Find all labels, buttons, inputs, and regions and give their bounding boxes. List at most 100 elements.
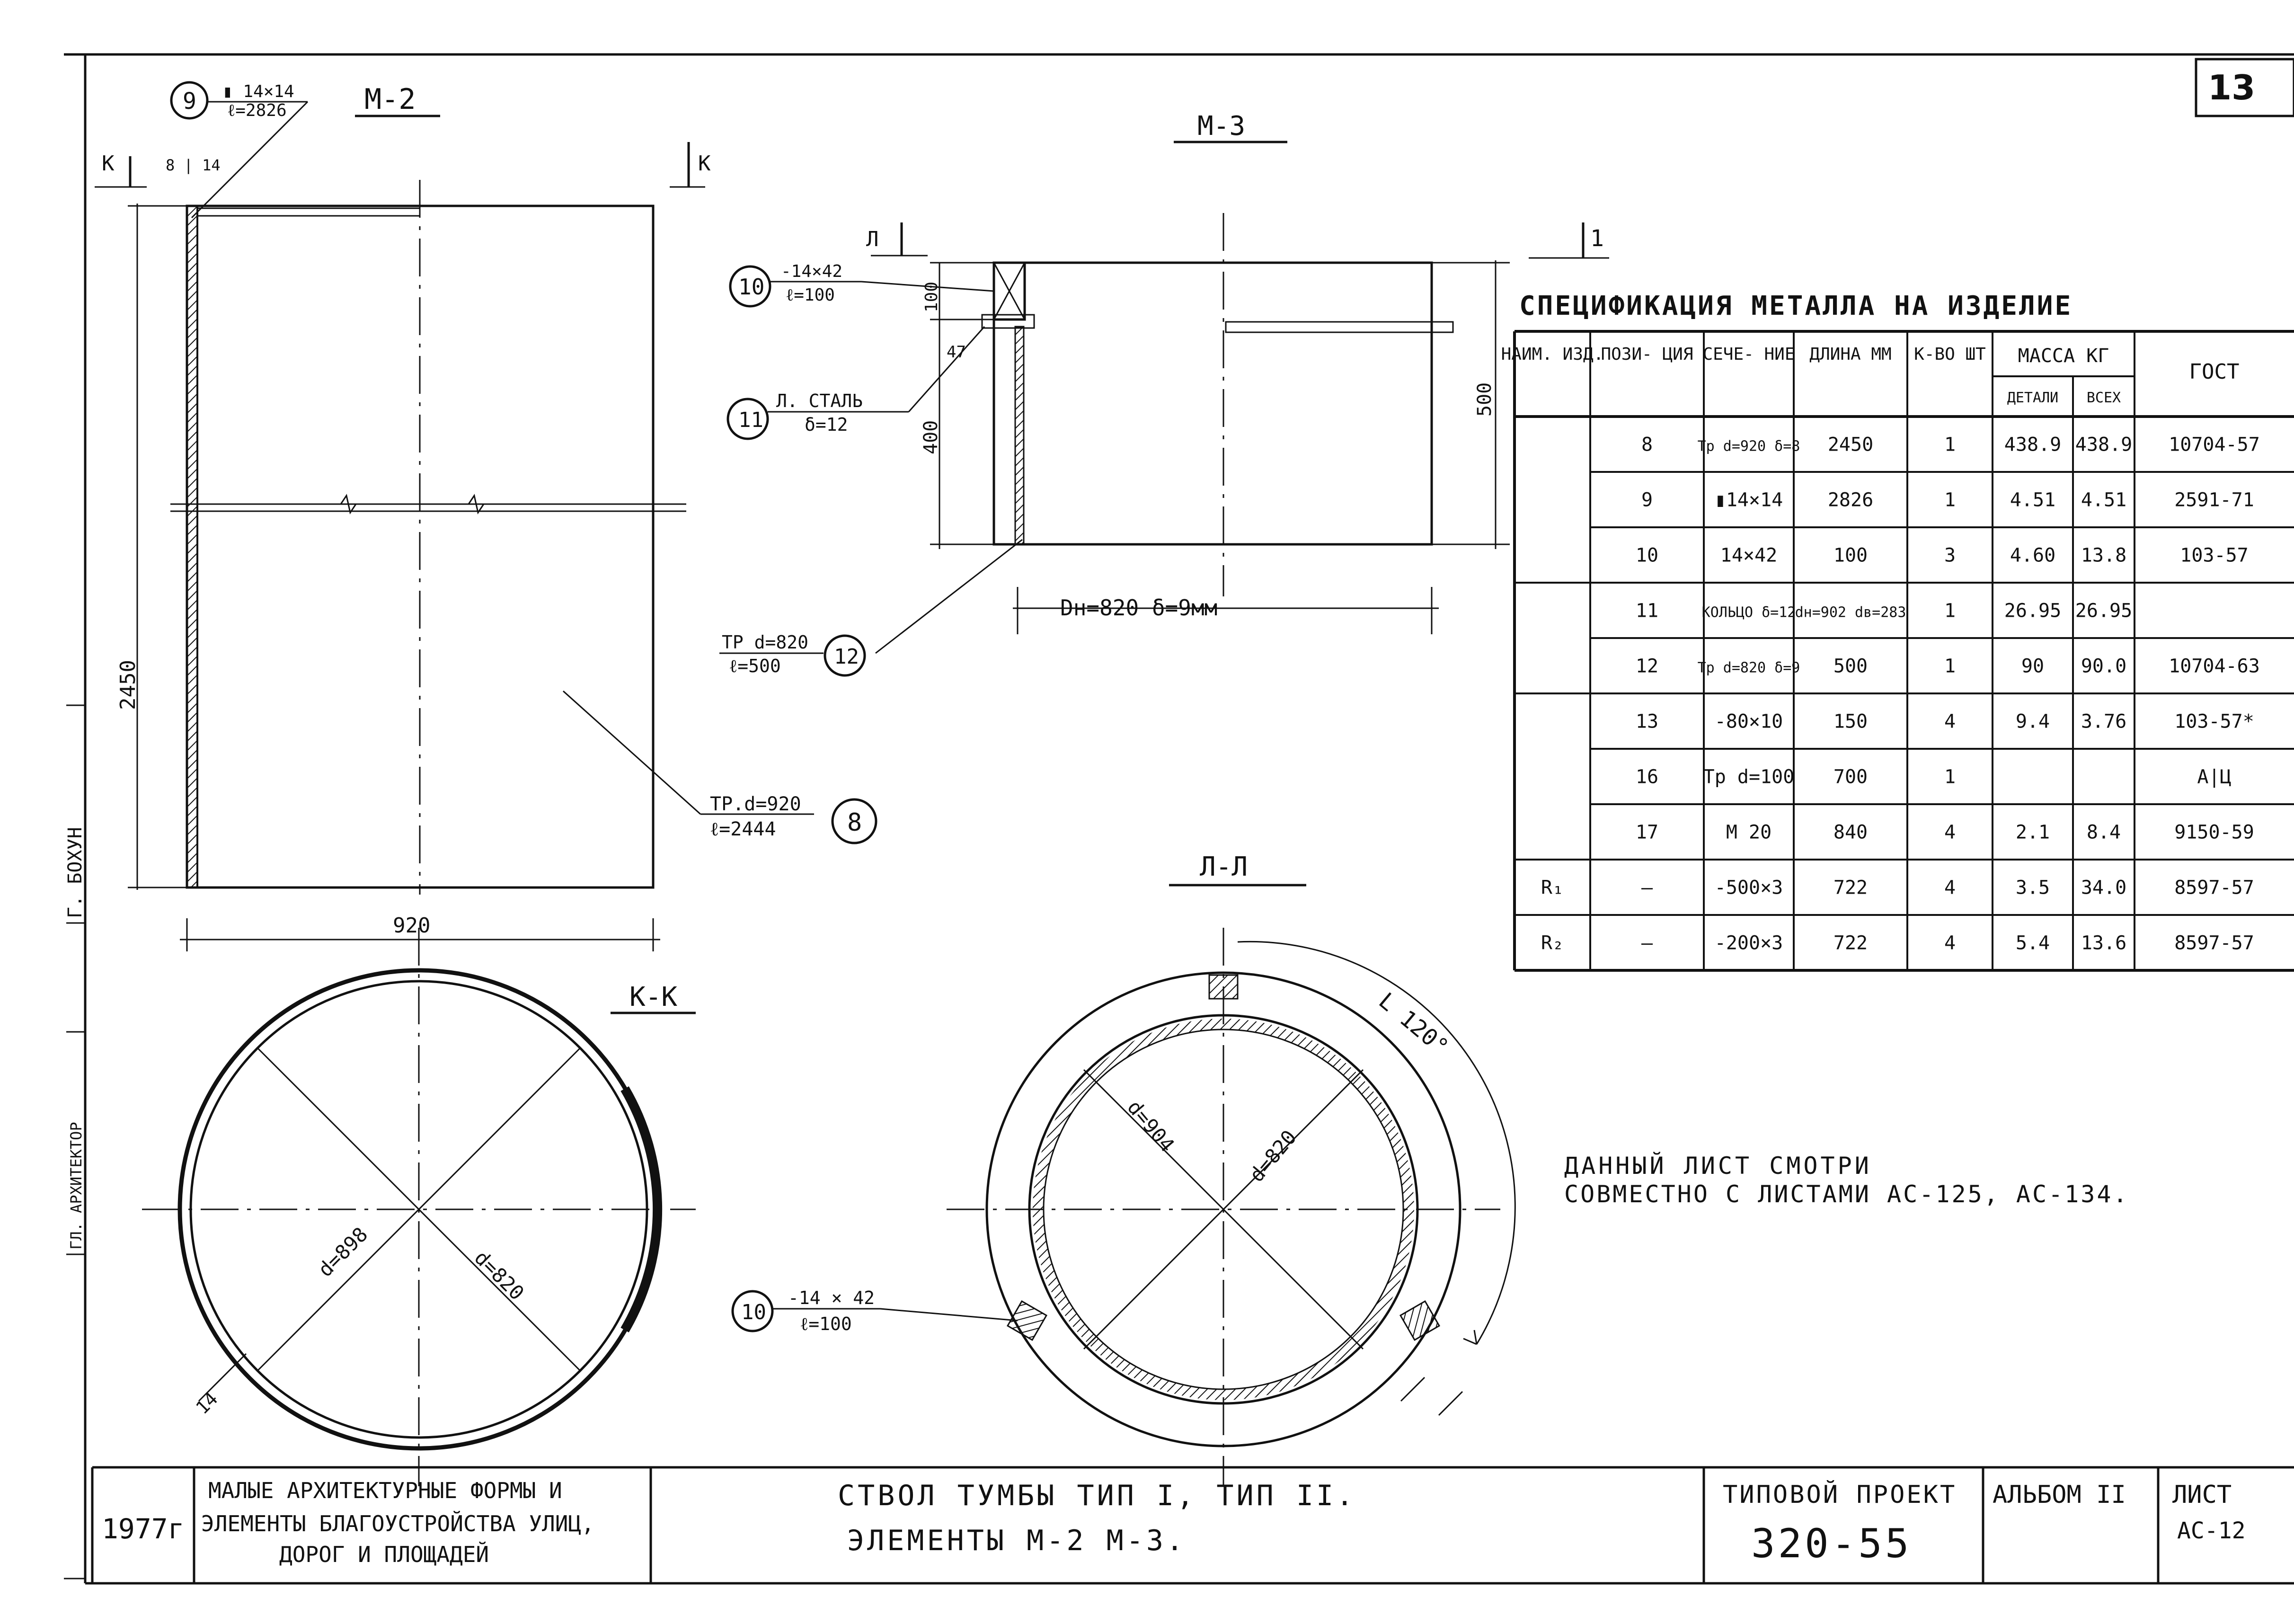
m3-pipe-12-wall <box>1014 326 1025 545</box>
callout-8-circle <box>831 798 877 844</box>
spec-cell-length: 100 <box>1833 545 1868 567</box>
spec-cell-pos: 17 <box>1636 822 1658 843</box>
view-m2: М-2 9 ▮ 14×14 ℓ=2826 К К 8 | 14 2450 <box>95 81 877 951</box>
spec-cell-qty: 1 <box>1944 656 1956 677</box>
spec-cell-all: 26.95 <box>2075 600 2132 622</box>
spec-cell-name: R₁ <box>1541 877 1564 899</box>
spec-header-mass-all: ВСЕХ <box>2087 390 2121 406</box>
spec-header-section: СЕЧЕ- НИЕ <box>1702 345 1795 364</box>
spec-cell-gost: 103-57* <box>2174 711 2254 733</box>
spec-table-title: СПЕЦИФИКАЦИЯ МЕТАЛЛА НА ИЗДЕЛИЕ <box>1519 291 2073 321</box>
kk-outer-diameter: d=898 <box>313 1223 372 1281</box>
kk-title: К-К <box>629 982 677 1012</box>
spec-cell-detail: 438.9 <box>2004 434 2061 456</box>
spec-cell-all: 3.76 <box>2081 711 2126 733</box>
m2-height-dim: 2450 <box>116 660 140 710</box>
spec-cell-section: КОЛЬЦО δ=12 <box>1702 604 1796 621</box>
m2-title: М-2 <box>364 83 416 116</box>
m2-bar-9 <box>196 207 421 217</box>
callout-12-length: ℓ=500 <box>729 656 781 676</box>
ll-title: Л-Л <box>1200 852 1248 882</box>
spec-cell-section: -80×10 <box>1715 711 1783 733</box>
callout-9-number: 9 <box>183 88 196 115</box>
spec-cell-length: 722 <box>1833 932 1868 954</box>
kk-wall-dim: 14 <box>192 1388 221 1418</box>
note-line-1: ДАННЫЙ ЛИСТ СМОТРИ <box>1564 1152 1872 1180</box>
spec-cell-detail: 9.4 <box>2016 711 2050 733</box>
title-project-number: 320-55 <box>1751 1520 1912 1567</box>
callout-10-number: 10 <box>738 274 764 300</box>
callout-10-section: -14×42 <box>781 262 842 281</box>
spec-cell-section: Тр d=100 <box>1703 766 1795 788</box>
note: ДАННЫЙ ЛИСТ СМОТРИ СОВМЕСТНО С ЛИСТАМИ А… <box>1564 1152 2129 1208</box>
spec-cell-detail: 5.4 <box>2016 932 2050 954</box>
spec-cell-section: М 20 <box>1726 822 1771 843</box>
spec-cell-name: R₂ <box>1541 932 1564 954</box>
kk-inner-diameter: d=820 <box>470 1246 529 1305</box>
view-m3: М-3 Л 100 400 47 500 Dн=820 δ=9мм 1 <box>719 111 1609 677</box>
spec-cell-pos: 9 <box>1641 489 1653 511</box>
m2-offset-dims: 8 | 14 <box>166 156 221 174</box>
m2-section-mark-right: К <box>698 151 711 176</box>
view-section-ll: Л-Л d=904 d=820 L 120° 10 -14 × 42 ℓ=100 <box>731 852 1516 1486</box>
note-line-2: СОВМЕСТНО С ЛИСТАМИ АС-125, АС-134. <box>1564 1180 2129 1208</box>
spec-cell-detail: 4.60 <box>2010 545 2055 567</box>
margin-author-label: Г. БОХУН <box>64 827 86 918</box>
callout-11-material: Л. СТАЛЬ <box>776 390 863 411</box>
spec-cell-all: 438.9 <box>2075 434 2132 456</box>
spec-cell-gost: 8597-57 <box>2174 877 2254 899</box>
spec-cell-pos: 13 <box>1636 711 1658 733</box>
title-drawing-line-1: СТВОЛ ТУМБЫ ТИП I, ТИП II. <box>838 1479 1356 1512</box>
callout-11-thickness: δ=12 <box>805 414 848 435</box>
callout-12-circle <box>824 634 866 677</box>
ll-callout-10-circle <box>731 1290 774 1332</box>
m2-section-mark-left: К <box>102 151 115 176</box>
spec-cell-all: 13.6 <box>2081 932 2126 954</box>
spec-cell-length: 700 <box>1833 766 1868 788</box>
ll-inner-diameter: d=820 <box>1245 1126 1301 1186</box>
spec-cell-section: -500×3 <box>1715 877 1783 899</box>
ll-callout-10-number: 10 <box>741 1300 766 1324</box>
spec-cell-section: 14×42 <box>1720 545 1777 567</box>
callout-8-length: ℓ=2444 <box>710 818 776 840</box>
ll-outer-diameter: d=904 <box>1123 1096 1179 1156</box>
m2-pipe-wall <box>186 205 198 888</box>
spec-cell-detail: 3.5 <box>2016 877 2050 899</box>
spec-cell-qty: 4 <box>1944 932 1956 954</box>
spec-header-length: ДЛИНА ММ <box>1809 345 1891 364</box>
m3-ring-11 <box>981 314 1035 329</box>
spec-cell-length: 2826 <box>1828 489 1873 511</box>
spec-cell-gost: 8597-57 <box>2174 932 2254 954</box>
spec-cell-length: 2450 <box>1828 434 1873 456</box>
margin-stamp: Г. БОХУН ГЛ. АРХИТЕКТОР <box>64 704 86 1255</box>
spec-cell-gost: 9150-59 <box>2174 822 2254 843</box>
spec-cell-section: Тр d=920 δ=8 <box>1698 438 1800 455</box>
spec-cell-gost: 2591-71 <box>2174 489 2254 511</box>
m3-dim-400: 400 <box>920 420 942 454</box>
ll-callout-10-section: -14 × 42 <box>788 1287 875 1308</box>
m3-dim-500: 500 <box>1474 382 1496 417</box>
spec-cell-pos: — <box>1641 877 1653 899</box>
callout-8-number: 8 <box>847 808 862 837</box>
spec-cell-qty: 3 <box>1944 545 1956 567</box>
spec-cell-section: Тр d=820 δ=9 <box>1698 660 1800 676</box>
m3-pipe-outline <box>992 261 1433 546</box>
callout-11-circle <box>726 398 769 440</box>
spec-cell-length: 500 <box>1833 656 1868 677</box>
callout-9-section: ▮ 14×14 <box>222 82 294 101</box>
spec-cell-length: 150 <box>1833 711 1868 733</box>
spec-cell-all: 8.4 <box>2087 822 2121 843</box>
spec-header-gost: ГОСТ <box>2189 360 2240 384</box>
spec-cell-pos: 11 <box>1636 600 1658 622</box>
title-year: 1977г <box>102 1513 185 1545</box>
ll-callout-10-length: ℓ=100 <box>800 1313 852 1334</box>
spec-cell-pos: 12 <box>1636 656 1658 677</box>
spec-cell-detail: 2.1 <box>2016 822 2050 843</box>
spec-cell-qty: 4 <box>1944 877 1956 899</box>
title-org-line-2: ЭЛЕМЕНТЫ БЛАГОУСТРОЙСТВА УЛИЦ, <box>201 1511 594 1536</box>
spec-cell-all: 13.8 <box>2081 545 2126 567</box>
spec-header-mass-detail: ДЕТАЛИ <box>2007 390 2058 406</box>
sheet-frame: 13 <box>64 53 2294 1585</box>
spec-cell-pos: 10 <box>1636 545 1658 567</box>
title-org-line-1: МАЛЫЕ АРХИТЕКТУРНЫЕ ФОРМЫ И <box>208 1478 562 1503</box>
